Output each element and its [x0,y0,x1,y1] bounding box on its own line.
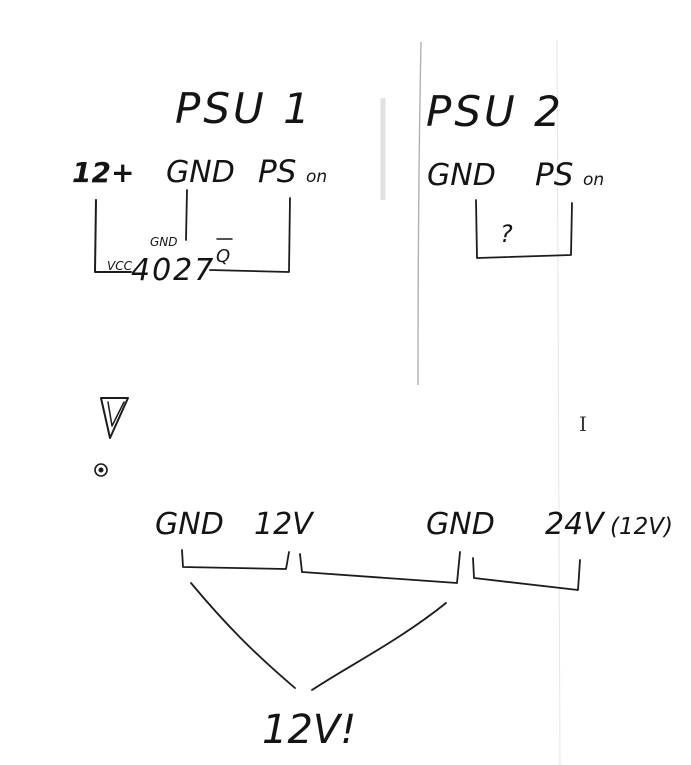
psu2-unknown-mark: ? [500,220,513,248]
psu2-pin-gnd: GND [427,158,496,193]
psu1-wire-12v [94,199,132,273]
bottom-psu1-12v: 12V [254,507,315,542]
psu1-wire-ps [209,197,291,273]
circle-mark-icon [94,463,108,477]
bracket-12v-to-gnd2 [299,551,461,584]
psu1-wire-gnd [185,189,188,241]
psu1-pin-12v: 12+ [72,156,134,189]
line-gnd-to-result [190,582,296,689]
result-label: 12V! [262,707,356,753]
bracket-psu1 [181,549,290,570]
chip-q-output: Q [216,246,230,267]
psu1-pin-ps: PS [258,154,296,190]
chip-vcc-label: VCC [107,259,133,273]
line-24v-to-result [311,602,447,691]
bottom-psu1-gnd: GND [155,507,224,542]
psu1-pin-gnd: GND [166,155,235,190]
psu2-pin-ps: PS [535,157,573,193]
right-edge-line [556,39,561,765]
psu2-title: PSU 2 [426,87,564,136]
bottom-psu2-24v: 24V [545,507,606,542]
text-cursor-icon: I [579,412,587,436]
bracket-psu2 [472,557,581,591]
psu1-pin-ps-suffix: on [306,167,327,187]
chip-gnd-label: GND [150,235,178,249]
psu2-wire-bracket [475,199,573,259]
pencil-check-icon [100,397,129,439]
bottom-psu2-alt: (12V) [610,514,673,540]
bottom-psu2-gnd: GND [426,507,495,542]
psu1-title: PSU 1 [175,84,313,133]
psu2-pin-ps-suffix: on [583,170,604,190]
chip-part-number: 4027 [131,253,215,288]
divider-line [417,41,422,386]
